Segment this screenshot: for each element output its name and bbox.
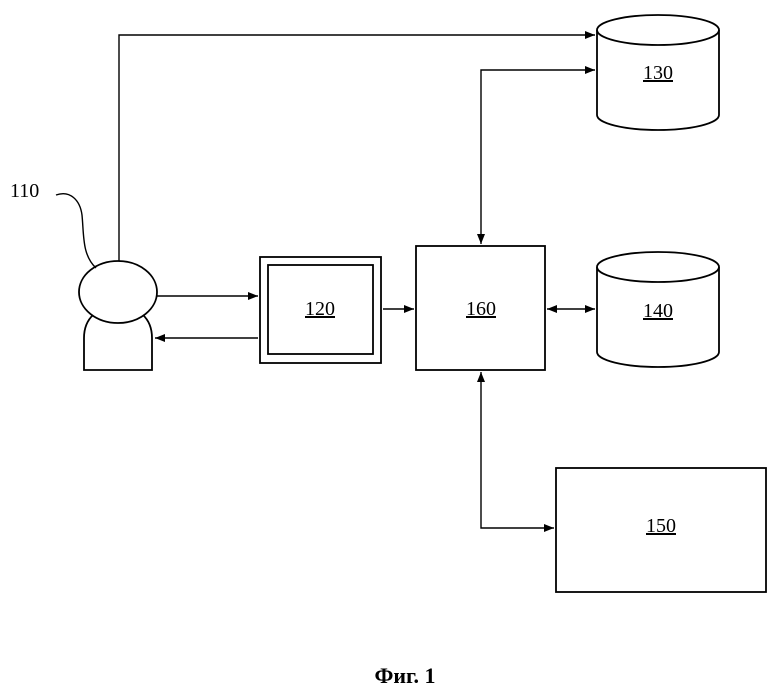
terminal-node: 120 — [260, 257, 381, 363]
box-bottom-ref-label: 150 — [646, 515, 676, 537]
user-leader-line — [56, 194, 96, 268]
db-right-ref-label: 140 — [643, 300, 673, 322]
arrow-server-db-top — [481, 70, 595, 244]
arrow-user-to-db-top — [119, 35, 595, 261]
db-top-cylinder-lid — [597, 15, 719, 45]
server-node: 160 — [416, 246, 545, 370]
figure-caption: Фиг. 1 — [374, 663, 435, 688]
user-ref-label: 110 — [10, 180, 39, 202]
box-bottom-node: 150 — [556, 468, 766, 592]
db-top-ref-label: 130 — [643, 62, 673, 84]
user-head-icon — [79, 261, 157, 323]
server-ref-label: 160 — [466, 298, 496, 320]
db-right-cylinder-lid — [597, 252, 719, 282]
arrow-server-box-bottom — [481, 372, 554, 528]
terminal-ref-label: 120 — [305, 298, 335, 320]
db-top-node: 130 — [597, 15, 719, 130]
user-node: 110 — [10, 180, 157, 370]
db-right-node: 140 — [597, 252, 719, 367]
